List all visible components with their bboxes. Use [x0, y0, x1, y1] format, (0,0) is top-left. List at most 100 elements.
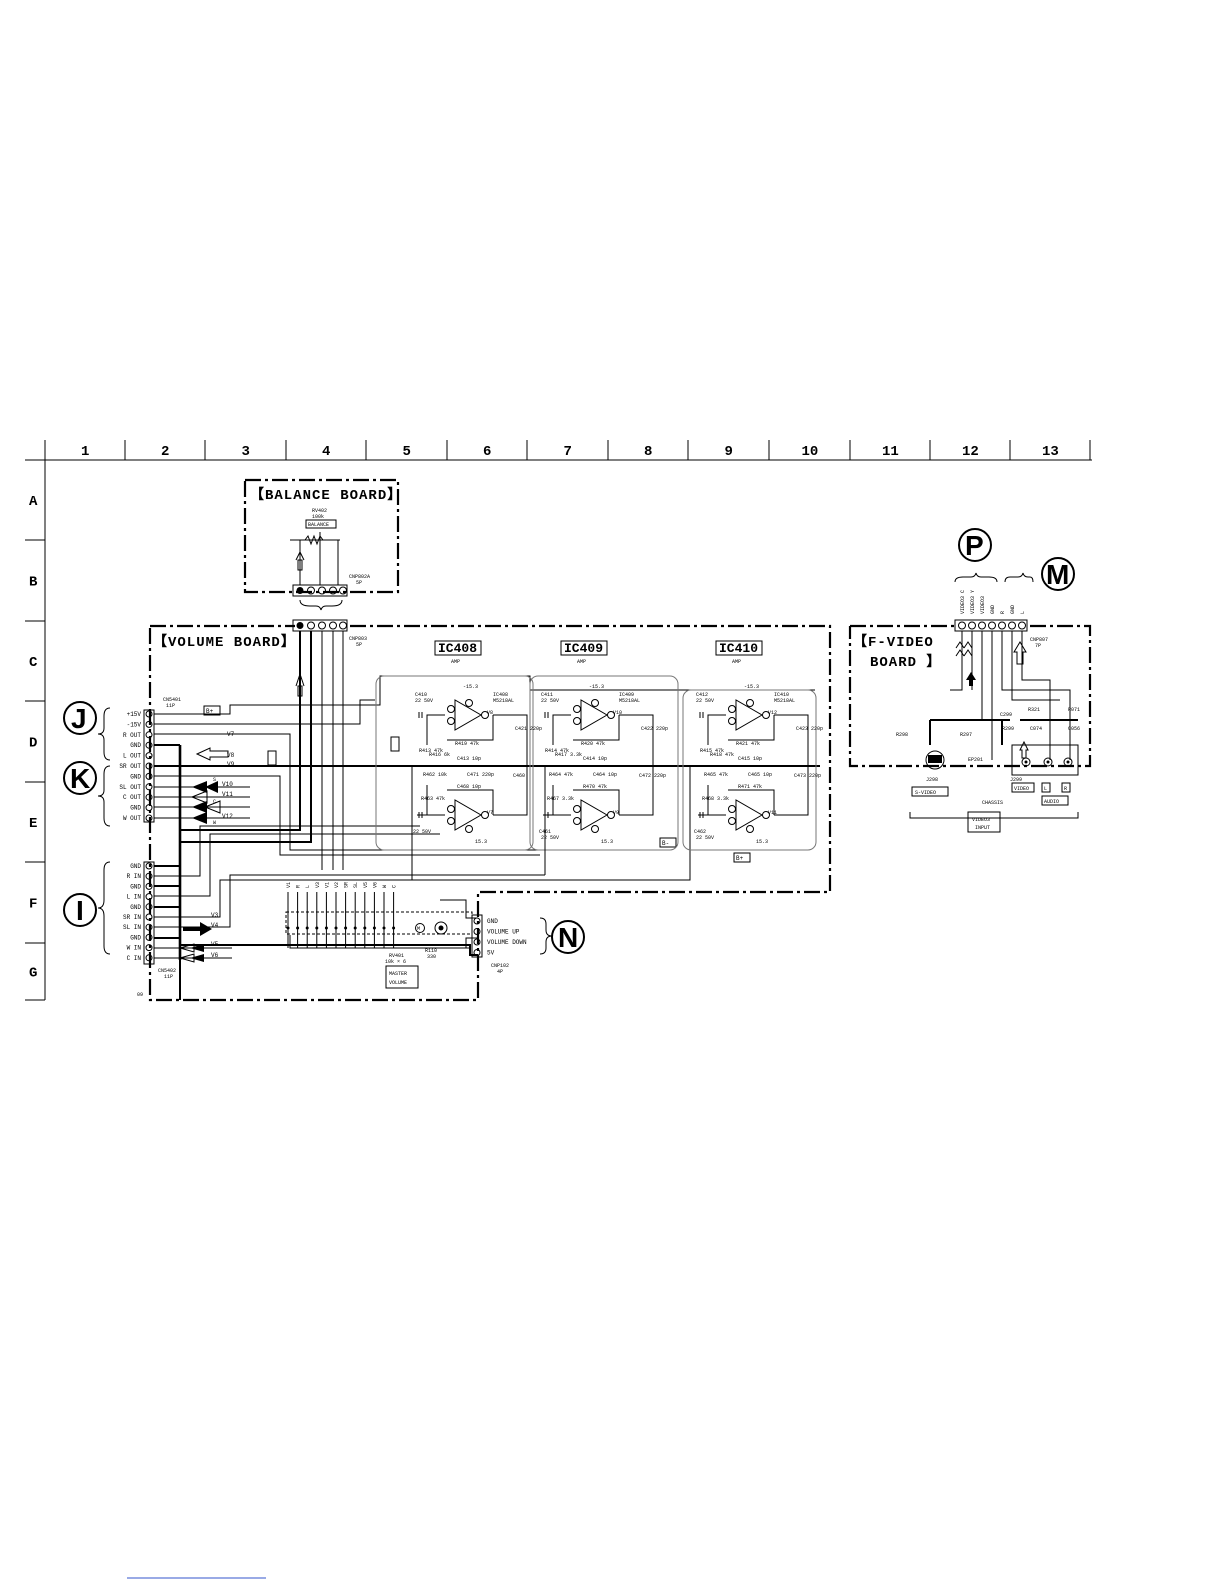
pin-circle — [1008, 621, 1016, 630]
j299-label: J299 — [1010, 777, 1022, 783]
connector-i-letter: I — [76, 895, 84, 926]
ic-part-label: R417 3.3k — [555, 752, 582, 758]
grid-column-10: 10 — [802, 444, 819, 460]
jk-pin-label: +15V — [127, 711, 142, 718]
ic-part-label: 22 50V — [541, 698, 559, 704]
opamp-top — [454, 699, 483, 731]
i-pin-label: R IN — [127, 873, 142, 880]
vol-pin-label: SL — [353, 882, 359, 888]
i-pin-label: C IN — [127, 955, 142, 962]
ic-part-label: C411 — [541, 692, 553, 698]
connector-n-badge: N — [551, 920, 585, 954]
up-arrow-icon — [295, 550, 305, 571]
pin-circle — [145, 862, 153, 870]
pin-circle — [145, 944, 153, 952]
vol-pin-label: V6 — [372, 882, 378, 888]
jk-pin-label: W OUT — [123, 815, 141, 822]
video3-input-label-2: INPUT — [975, 825, 990, 831]
i-pin-label: GND — [130, 863, 141, 870]
ic-out-label: V9 — [613, 810, 619, 816]
arrow-label-s: S — [213, 777, 216, 783]
ic-part-label: R468 3.3k — [702, 796, 729, 802]
ic-out-label: V8 — [487, 710, 493, 716]
ic-top-voltage: -15.3 — [463, 684, 478, 690]
ic-title: IC409 — [564, 641, 603, 656]
ic-part-label: R463 47k — [421, 796, 445, 802]
connector-i-badge: I — [63, 893, 97, 927]
i-pin-label: GND — [130, 904, 141, 911]
ic-bottom-voltage: 15.3 — [601, 839, 613, 845]
grid-column-11: 11 — [882, 444, 899, 460]
ic-part-label: 22 50V — [415, 698, 433, 704]
fvideo-pin-label: GND — [990, 605, 996, 614]
pin-circle — [145, 893, 153, 901]
led-icon — [434, 921, 448, 935]
grid-column-4: 4 — [322, 444, 330, 460]
pin-circle — [473, 917, 481, 925]
pin-circle — [978, 621, 986, 630]
ic-out-label: V7 — [487, 810, 493, 816]
jk-pin-label: -15V — [127, 721, 142, 728]
grid-column-9: 9 — [725, 444, 733, 460]
pin-circle — [998, 621, 1006, 630]
ic-part-label: C473 220p — [794, 773, 821, 779]
cnp807-connector — [954, 619, 1028, 632]
master-volume-label-2: VOLUME — [389, 980, 407, 986]
fvideo-part-label: R297 — [960, 732, 972, 738]
pin-circle — [145, 731, 153, 739]
fvideo-part-label: R321 — [1028, 707, 1040, 713]
vol-pin-label: V3 — [315, 882, 321, 888]
n-pin-label: GND — [487, 918, 498, 925]
ic-title: IC408 — [438, 641, 477, 656]
pin-circle — [145, 954, 153, 962]
signal-label: V5 — [211, 941, 219, 948]
cnp102-pins: 4P — [497, 969, 503, 975]
i-pin-label: GND — [130, 934, 141, 941]
grid-column-2: 2 — [161, 444, 169, 460]
ic-part-ref: IC410 — [774, 692, 789, 698]
ic-part-label: 22 50V — [696, 698, 714, 704]
ic-part-label: C421 220p — [515, 726, 542, 732]
signal-label: V11 — [222, 791, 233, 798]
signal-label: V9 — [227, 761, 235, 768]
fvideo-pin-label: VIDEO3 — [980, 596, 986, 614]
pin-circle — [145, 752, 153, 760]
pin-circle — [145, 804, 153, 812]
vol-pin-label: C — [392, 885, 398, 888]
volume-board: 【VOLUME BOARD】 CNP803 5P CN5401 11P +15V… — [119, 619, 832, 1002]
svg-text:M: M — [417, 926, 420, 932]
cnp102-label: CNP102 — [491, 963, 509, 969]
pin-circle — [145, 741, 153, 749]
jk-pin-label: C OUT — [123, 794, 141, 801]
ic-part-number: M5218AL — [619, 698, 640, 704]
ic-part-label: R413 47k — [419, 748, 443, 754]
vol-pin-label: V1 — [324, 882, 330, 888]
ic-func: AMP — [732, 659, 741, 665]
grid-column-7: 7 — [564, 444, 572, 460]
fvideo-title-1: 【F-VIDEO — [853, 634, 934, 651]
ic-part-number: M5218AL — [493, 698, 514, 704]
connector-k-badge: K — [63, 761, 97, 795]
jk-pin-label: GND — [130, 805, 141, 812]
vol-pin-label: V5 — [363, 882, 369, 888]
ic-part-label: R467 3.3k — [547, 796, 574, 802]
arrow-label-c: C — [213, 799, 216, 805]
fvideo-part-label: C056 — [1068, 726, 1080, 732]
fvideo-pin-label: GND — [1010, 605, 1016, 614]
balance-board-title: 【BALANCE BOARD】 — [250, 487, 402, 504]
ic-part-label: C414 10p — [583, 756, 607, 762]
pin-circle — [473, 938, 481, 946]
pin-circle — [145, 923, 153, 931]
ic-top-voltage: -15.3 — [589, 684, 604, 690]
grid-row-B: B — [29, 575, 38, 591]
ic-top-voltage: -15.3 — [744, 684, 759, 690]
bottom-label: 09 — [137, 992, 143, 998]
jk-pin-label: SR OUT — [119, 763, 141, 770]
signal-label: V12 — [222, 813, 233, 820]
opamp-top — [735, 699, 764, 731]
ic-part-label: C468 10p — [457, 784, 481, 790]
cn5401-pins: 11P — [166, 703, 175, 709]
